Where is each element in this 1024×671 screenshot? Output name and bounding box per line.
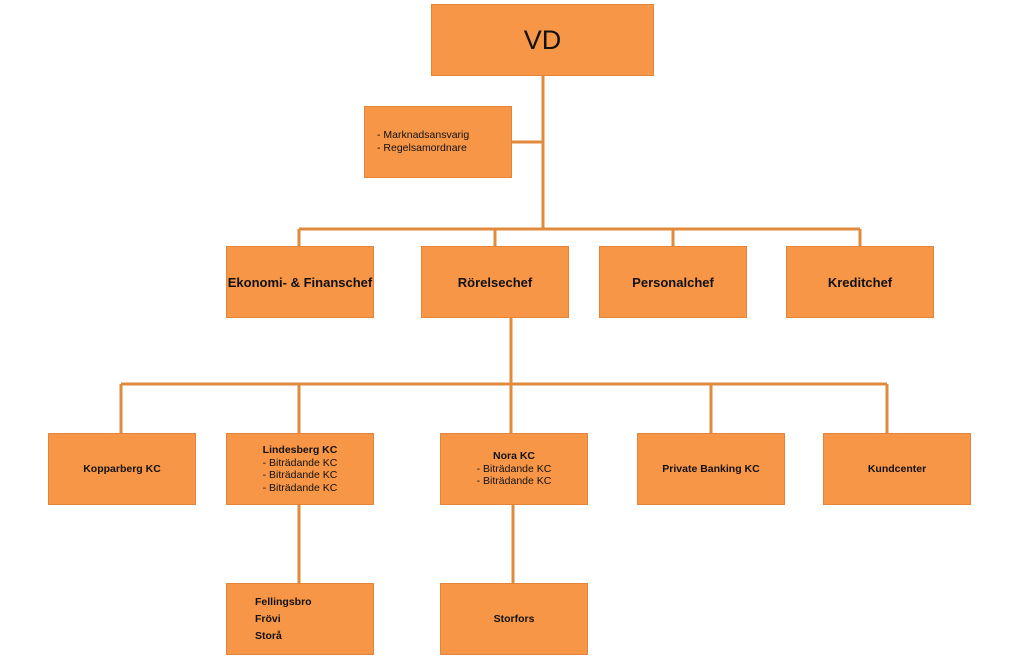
node-label: Storfors xyxy=(493,613,535,625)
node-personalchef: Personalchef xyxy=(599,246,747,318)
node-label: Ekonomi- & Finanschef xyxy=(227,274,373,290)
staff-line: - Marknadsansvarig xyxy=(377,129,470,141)
node-staff: - Marknadsansvarig - Regelsamordnare xyxy=(364,106,512,178)
node-label: Private Banking KC xyxy=(662,463,760,475)
node-nora-kc: Nora KC - Biträdande KC - Biträdande KC xyxy=(440,433,588,505)
node-sub-item: - Biträdande KC xyxy=(262,481,338,494)
node-sub-item: - Biträdande KC xyxy=(262,456,338,469)
node-vd-label: VD xyxy=(523,24,562,55)
node-label: Rörelsechef xyxy=(457,274,533,290)
node-vd: VD xyxy=(431,4,654,76)
node-sub-item: - Biträdande KC xyxy=(262,469,338,481)
node-ekonomi-finanschef: Ekonomi- & Finanschef xyxy=(226,246,374,318)
node-kopparberg-kc: Kopparberg KC xyxy=(48,433,196,505)
node-label: Nora KC xyxy=(492,450,535,463)
node-private-banking-kc: Private Banking KC xyxy=(637,433,785,505)
node-sub-item: - Biträdande KC xyxy=(476,462,552,475)
node-storfors: Storfors xyxy=(440,583,588,655)
node-fellingsbro-frovi-stora: Fellingsbro Frövi Storå xyxy=(226,583,374,655)
node-label: Lindesberg KC xyxy=(262,444,338,456)
node-list-item: Frövi xyxy=(255,612,281,625)
node-label: Personalchef xyxy=(632,274,714,290)
node-label: Kreditchef xyxy=(827,274,893,290)
node-lindesberg-kc: Lindesberg KC - Biträdande KC - Biträdan… xyxy=(226,433,374,505)
node-rorelsechef: Rörelsechef xyxy=(421,246,569,318)
staff-line: - Regelsamordnare xyxy=(377,142,467,154)
node-list-item: Storå xyxy=(255,629,282,642)
node-list-item: Fellingsbro xyxy=(255,595,312,608)
node-label: Kundcenter xyxy=(867,463,927,475)
node-kreditchef: Kreditchef xyxy=(786,246,934,318)
node-label: Kopparberg KC xyxy=(83,463,161,475)
node-kundcenter: Kundcenter xyxy=(823,433,971,505)
node-sub-item: - Biträdande KC xyxy=(476,475,552,488)
